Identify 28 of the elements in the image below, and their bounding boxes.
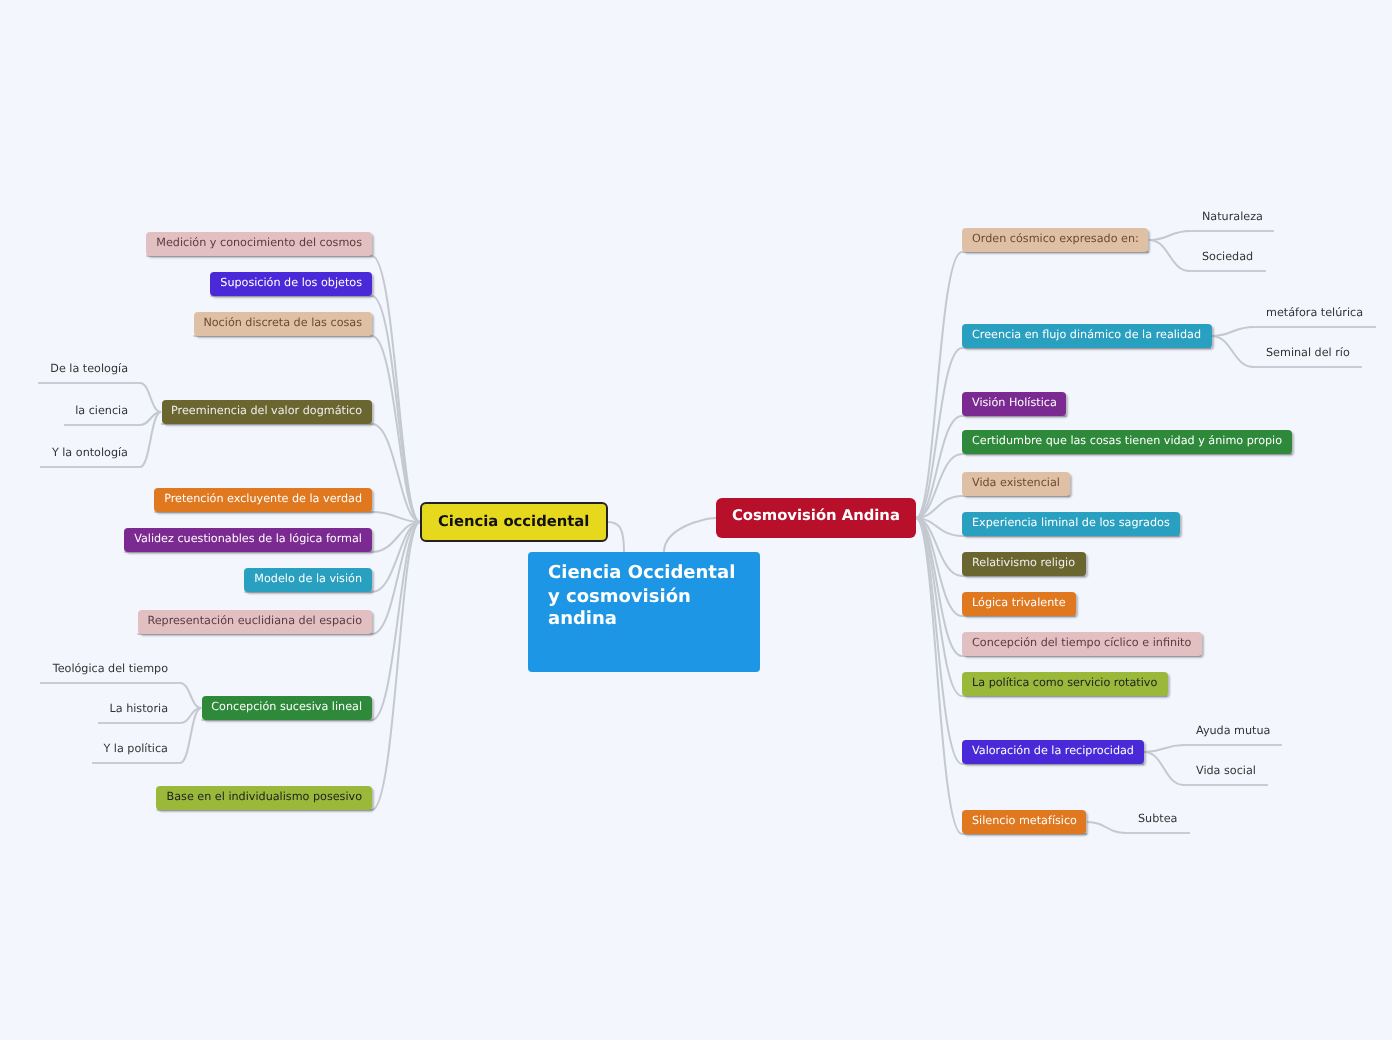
connector-line <box>1143 751 1185 786</box>
connector-line <box>139 411 163 468</box>
connector-line <box>200 521 421 721</box>
central-topic-box: Ciencia Occidental y cosmovisión andina <box>528 552 760 672</box>
connector-line <box>160 423 421 523</box>
connector-line <box>155 521 421 811</box>
connector-line <box>663 517 717 553</box>
connector-line <box>139 411 163 426</box>
connector-line <box>1143 744 1185 753</box>
connector-line <box>914 517 1088 835</box>
connector-line <box>914 251 1150 519</box>
connector-line <box>1210 326 1255 337</box>
connector-line <box>1085 821 1127 834</box>
connector-line <box>139 382 163 413</box>
connector-line <box>914 495 1071 519</box>
connector-line <box>136 521 421 635</box>
connector-line <box>145 255 421 523</box>
connector-line <box>1147 239 1191 272</box>
connector-line <box>192 335 421 523</box>
connector-line <box>179 707 203 764</box>
connector-line <box>606 521 625 553</box>
connector-line <box>1210 335 1255 368</box>
connector-line <box>914 347 1213 519</box>
connector-line <box>153 511 421 523</box>
connector-line <box>179 707 203 724</box>
connector-line <box>123 521 421 553</box>
connector-line <box>1147 230 1191 241</box>
connector-line <box>179 682 203 709</box>
